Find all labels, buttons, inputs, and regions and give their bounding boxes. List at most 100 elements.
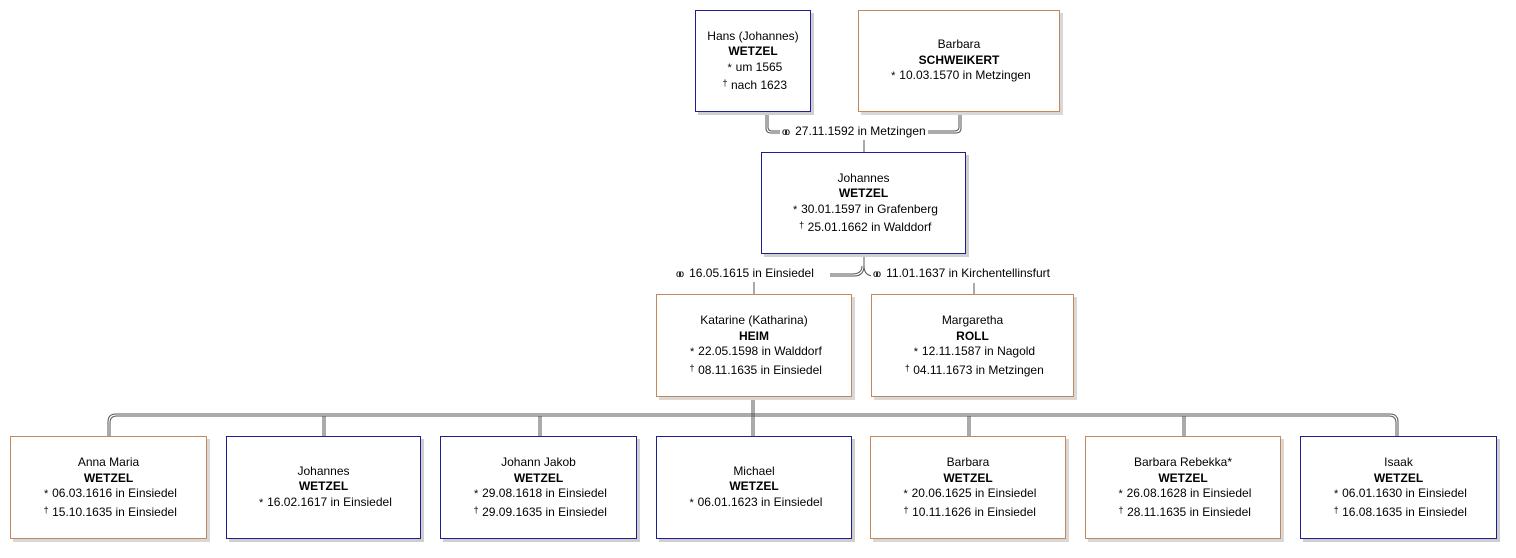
person-card-spouse1[interactable]: Katarine (Katharina) HEIM *22.05.1598 in…: [656, 294, 852, 397]
surname: WETZEL: [838, 186, 889, 200]
birth-line: *06.03.1616 in Einsiedel: [11, 486, 206, 503]
surname: WETZEL: [83, 470, 134, 485]
death-date: 15.10.1635 in Einsiedel: [52, 504, 177, 519]
birth-line: *10.03.1570 in Metzingen: [859, 68, 1059, 85]
death-line: †25.01.1662 in Walddorf: [762, 218, 965, 236]
surname: SCHWEIKERT: [918, 52, 1000, 67]
asterisk-icon: *: [913, 346, 919, 358]
person-card-mother[interactable]: Barbara SCHWEIKERT *10.03.1570 in Metzin…: [858, 10, 1060, 112]
death-line: †29.09.1635 in Einsiedel: [441, 503, 636, 521]
death-line: †10.11.1626 in Einsiedel: [871, 503, 1065, 521]
given-name: Margaretha: [941, 313, 1004, 327]
birth-date: 06.03.1616 in Einsiedel: [52, 486, 177, 500]
birth-line: *20.06.1625 in Einsiedel: [871, 486, 1065, 503]
birth-date: 16.02.1617 in Einsiedel: [267, 494, 392, 509]
asterisk-icon: *: [43, 488, 49, 500]
asterisk-icon: *: [891, 70, 896, 83]
marriage-date: 11.01.1637 in Kirchentellinsfurt: [886, 266, 1051, 280]
person-card-subject[interactable]: Johannes WETZEL *30.01.1597 in Grafenber…: [761, 152, 966, 254]
marriage1-label: oo 16.05.1615 in Einsiedel: [674, 266, 816, 282]
surname: WETZEL: [729, 479, 779, 494]
death-date: 04.11.1673 in Metzingen: [913, 362, 1044, 377]
surname: ROLL: [956, 328, 989, 343]
birth-date: 06.01.1623 in Einsiedel: [697, 494, 823, 509]
birth-date: 29.08.1618 in Einsiedel: [482, 486, 607, 500]
person-card-child[interactable]: Johannes WETZEL *16.02.1617 in Einsiedel: [226, 436, 421, 539]
death-date: nach 1623: [730, 78, 788, 92]
rings-icon: oo: [676, 269, 684, 280]
birth-line: *12.11.1587 in Nagold: [872, 344, 1073, 361]
asterisk-icon: *: [690, 346, 695, 358]
birth-date: 30.01.1597 in Grafenberg: [801, 201, 938, 216]
death-line: †08.11.1635 in Einsiedel: [657, 361, 851, 379]
birth-line: *26.08.1628 in Einsiedel: [1086, 486, 1280, 503]
birth-date: 20.06.1625 in Einsiedel: [911, 486, 1037, 500]
given-name: Anna Maria: [77, 455, 140, 469]
children-bus-line: [107, 413, 1399, 436]
given-name: Hans (Johannes): [707, 28, 799, 43]
dagger-icon: †: [904, 362, 910, 373]
birth-date: um 1565: [735, 59, 783, 74]
person-card-child[interactable]: Johann Jakob WETZEL *29.08.1618 in Einsi…: [440, 436, 637, 539]
person-card-child[interactable]: Michael WETZEL *06.01.1623 in Einsiedel: [656, 436, 852, 539]
given-name: Barbara Rebekka*: [1133, 455, 1233, 469]
birth-line: *30.01.1597 in Grafenberg: [762, 202, 965, 219]
surname: WETZEL: [728, 44, 778, 58]
birth-line: *06.01.1623 in Einsiedel: [657, 495, 851, 512]
birth-line: *um 1565: [696, 60, 810, 77]
person-card-child[interactable]: Isaak WETZEL *06.01.1630 in Einsiedel †1…: [1300, 436, 1497, 539]
birth-line: *06.01.1630 in Einsiedel: [1301, 486, 1496, 503]
marriage2-label: oo 11.01.1637 in Kirchentellinsfurt: [871, 266, 1053, 282]
person-card-child[interactable]: Barbara Rebekka* WETZEL *26.08.1628 in E…: [1085, 436, 1281, 539]
parents-marriage-label: oo 27.11.1592 in Metzingen: [780, 124, 928, 140]
surname: WETZEL: [1373, 470, 1424, 485]
dagger-icon: †: [1333, 504, 1339, 515]
rings-icon: oo: [873, 269, 881, 280]
given-name: Barbara: [946, 455, 990, 469]
asterisk-icon: *: [1333, 488, 1339, 500]
death-line: †16.08.1635 in Einsiedel: [1301, 503, 1496, 521]
given-name: Michael: [733, 463, 775, 478]
marriage-date: 27.11.1592 in Metzingen: [795, 124, 926, 138]
birth-line: *29.08.1618 in Einsiedel: [441, 486, 636, 503]
death-date: 10.11.1626 in Einsiedel: [912, 504, 1036, 519]
dagger-icon: †: [689, 362, 695, 373]
given-name: Johannes: [837, 170, 890, 185]
birth-date: 22.05.1598 in Walddorf: [698, 344, 822, 358]
given-name: Isaak: [1384, 455, 1413, 469]
dagger-icon: †: [43, 504, 49, 515]
given-name: Barbara: [937, 37, 981, 52]
asterisk-icon: *: [792, 203, 798, 216]
death-date: 29.09.1635 in Einsiedel: [482, 504, 607, 519]
marriage-date: 16.05.1615 in Einsiedel: [689, 266, 814, 280]
surname: WETZEL: [1158, 470, 1208, 485]
death-line: †04.11.1673 in Metzingen: [872, 361, 1073, 379]
person-card-child[interactable]: Anna Maria WETZEL *06.03.1616 in Einsied…: [10, 436, 207, 539]
rings-icon: oo: [782, 127, 790, 138]
given-name: Johannes: [297, 463, 350, 478]
surname: WETZEL: [513, 470, 564, 485]
surname: HEIM: [739, 328, 769, 343]
dagger-icon: †: [1118, 504, 1124, 515]
death-date: 25.01.1662 in Walddorf: [807, 220, 932, 234]
dagger-icon: †: [722, 78, 728, 88]
person-card-spouse2[interactable]: Margaretha ROLL *12.11.1587 in Nagold †0…: [871, 294, 1074, 397]
death-line: †nach 1623: [696, 76, 810, 94]
dagger-icon: †: [903, 504, 909, 515]
person-card-child[interactable]: Barbara WETZEL *20.06.1625 in Einsiedel …: [870, 436, 1066, 539]
birth-line: *22.05.1598 in Walddorf: [657, 344, 851, 361]
asterisk-icon: *: [1118, 488, 1123, 500]
death-date: 16.08.1635 in Einsiedel: [1342, 504, 1467, 519]
person-card-father[interactable]: Hans (Johannes) WETZEL *um 1565 †nach 16…: [695, 10, 811, 112]
asterisk-icon: *: [727, 61, 732, 74]
asterisk-icon: *: [903, 488, 908, 500]
birth-date: 26.08.1628 in Einsiedel: [1126, 486, 1252, 500]
death-line: †15.10.1635 in Einsiedel: [11, 503, 206, 521]
death-date: 28.11.1635 in Einsiedel: [1127, 504, 1251, 519]
death-line: †28.11.1635 in Einsiedel: [1086, 503, 1280, 521]
asterisk-icon: *: [258, 496, 264, 509]
birth-date: 12.11.1587 in Nagold: [921, 344, 1036, 358]
surname: WETZEL: [298, 479, 349, 494]
birth-date: 06.01.1630 in Einsiedel: [1342, 486, 1467, 500]
